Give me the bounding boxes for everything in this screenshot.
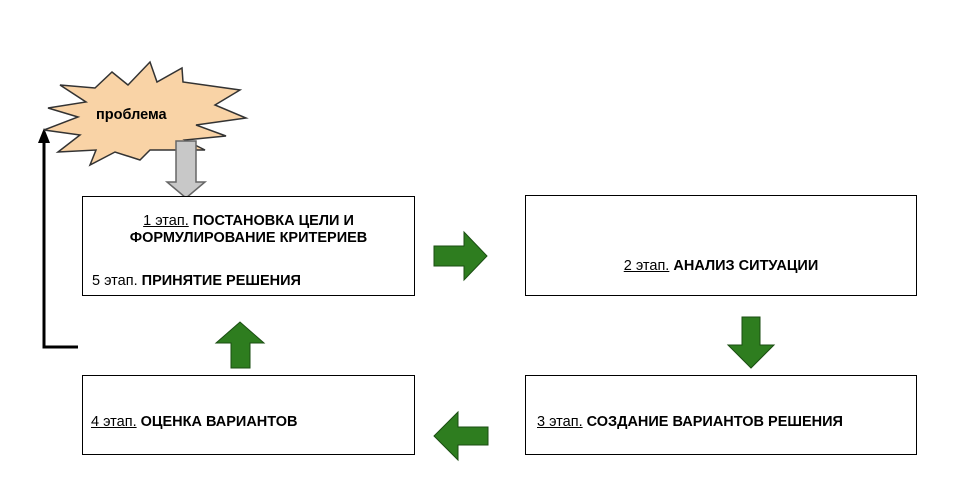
problem-burst-icon [43, 60, 249, 167]
problem-to-stage1-arrow-icon [164, 140, 208, 199]
stage3-label: 3 этап. [537, 414, 583, 430]
stage-box-4: 4 этап. ОЦЕНКА ВАРИАНТОВ [82, 375, 415, 455]
feedback-loop-line [42, 140, 78, 349]
stage2-label: 2 этап. [623, 258, 670, 274]
problem-label: проблема [96, 107, 167, 123]
stage3-title: СОЗДАНИЕ ВАРИАНТОВ РЕШЕНИЯ [586, 414, 843, 430]
stage4-title: ОЦЕНКА ВАРИАНТОВ [140, 414, 298, 430]
stage-box-1-5: 1 этап. ПОСТАНОВКА ЦЕЛИ И ФОРМУЛИРОВАНИЕ… [82, 196, 415, 296]
stage5-title: ПРИНЯТИЕ РЕШЕНИЯ [141, 273, 301, 289]
stage-box-3: 3 этап. СОЗДАНИЕ ВАРИАНТОВ РЕШЕНИЯ [525, 375, 917, 455]
stage1-line1: 1 этап. ПОСТАНОВКА ЦЕЛИ И [83, 213, 414, 230]
stage5-label: 5 этап. [92, 273, 138, 289]
arrow-up-icon [214, 321, 266, 369]
stage4-line: 4 этап. ОЦЕНКА ВАРИАНТОВ [91, 414, 298, 431]
stage1-title-line1: ПОСТАНОВКА ЦЕЛИ И [192, 213, 354, 229]
feedback-arrowhead-icon [38, 128, 50, 143]
stage-box-2: 2 этап. АНАЛИЗ СИТУАЦИИ [525, 195, 917, 296]
stage1-label: 1 этап. [143, 213, 189, 229]
stage1-title-line2: ФОРМУЛИРОВАНИЕ КРИТЕРИЕВ [129, 230, 368, 246]
stage4-label: 4 этап. [91, 414, 137, 430]
stage2-line: 2 этап. АНАЛИЗ СИТУАЦИИ [526, 258, 916, 275]
stage5-line: 5 этап. ПРИНЯТИЕ РЕШЕНИЯ [92, 273, 301, 290]
arrow-right-icon [433, 230, 488, 282]
arrow-left-icon [433, 410, 489, 462]
stage2-title: АНАЛИЗ СИТУАЦИИ [673, 258, 819, 274]
arrow-down-icon [726, 316, 776, 369]
stage3-line: 3 этап. СОЗДАНИЕ ВАРИАНТОВ РЕШЕНИЯ [537, 414, 843, 431]
